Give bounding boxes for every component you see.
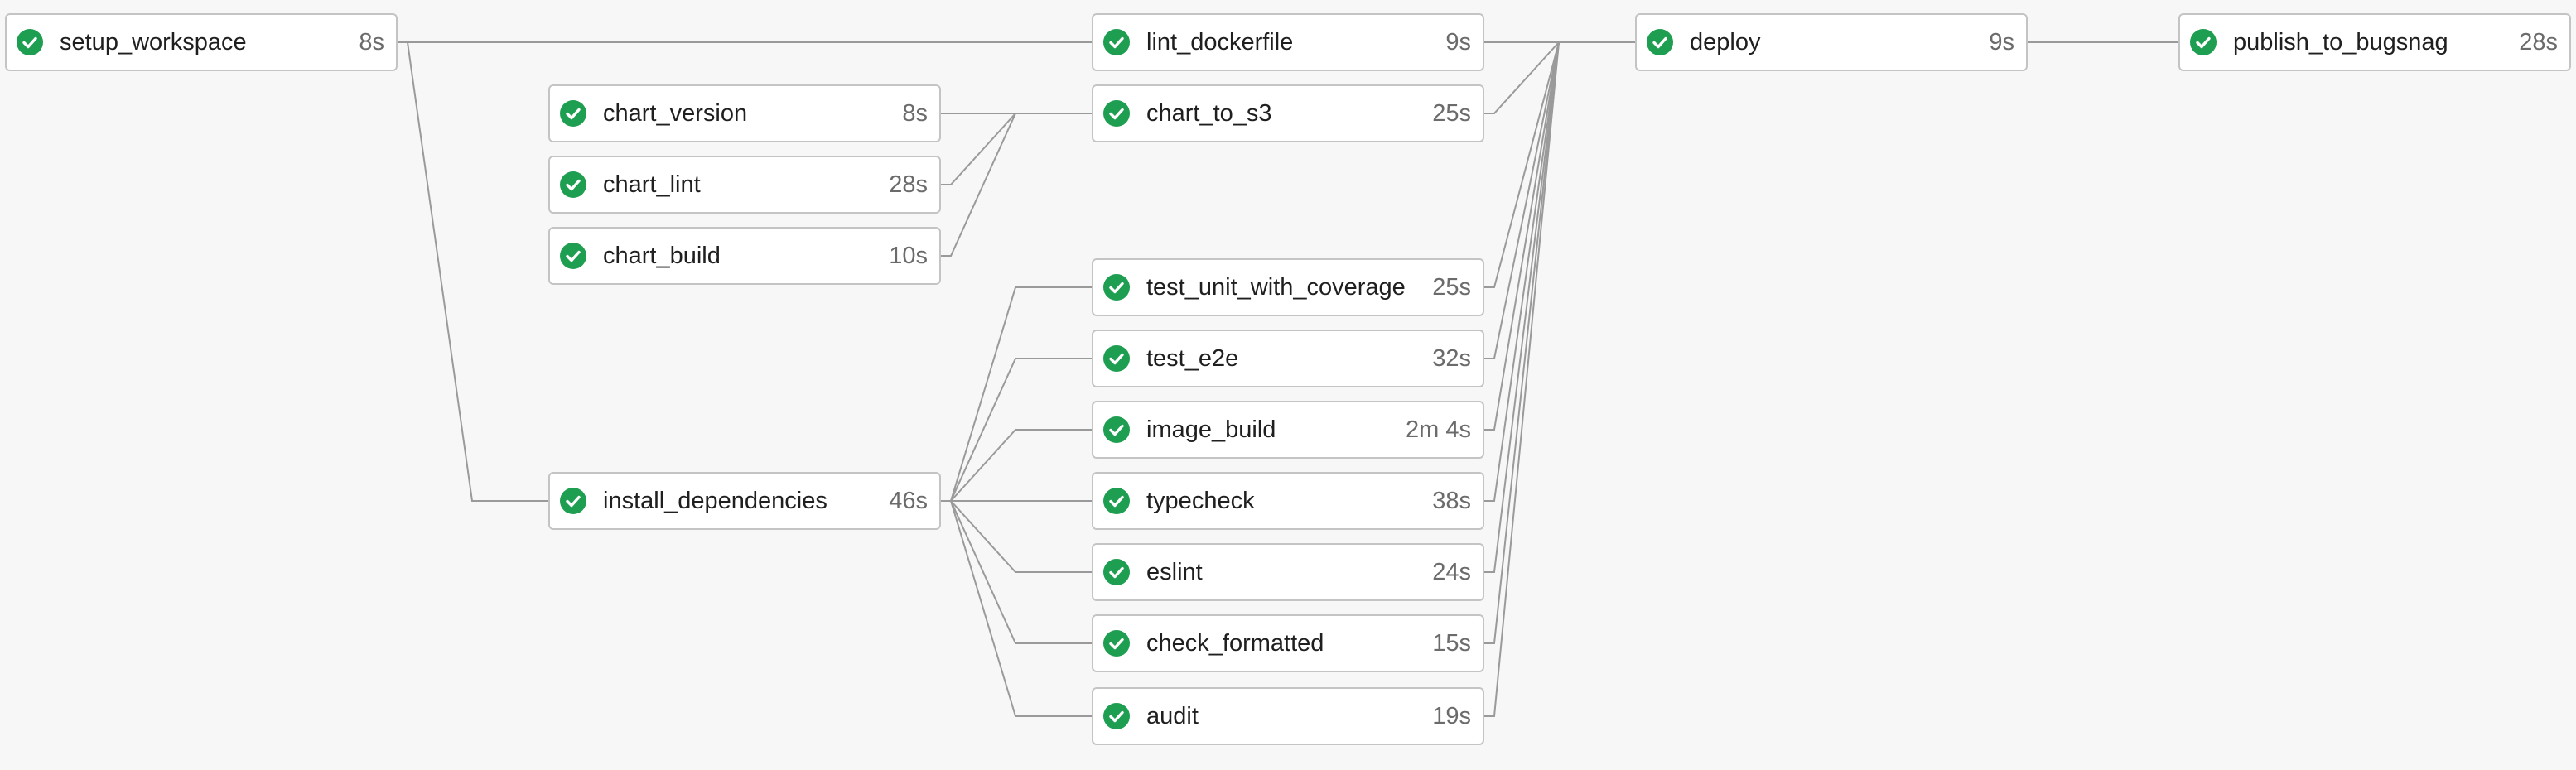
job-duration: 28s (889, 171, 928, 198)
check-circle-icon (1103, 345, 1130, 372)
job-name: typecheck (1146, 487, 1255, 514)
job-duration: 19s (1432, 702, 1471, 729)
job-test-unit-with-coverage[interactable]: test_unit_with_coverage 25s (1092, 258, 1484, 316)
job-check-formatted[interactable]: check_formatted 15s (1092, 614, 1484, 672)
job-chart-to-s3[interactable]: chart_to_s3 25s (1092, 84, 1484, 142)
job-duration: 25s (1432, 99, 1471, 127)
job-chart-build[interactable]: chart_build 10s (548, 227, 941, 285)
check-circle-icon (2190, 29, 2217, 55)
job-duration: 9s (1989, 28, 2014, 55)
job-name: setup_workspace (60, 28, 247, 55)
job-name: image_build (1146, 416, 1276, 443)
job-duration: 38s (1432, 487, 1471, 514)
job-duration: 15s (1432, 629, 1471, 657)
job-duration: 25s (1432, 273, 1471, 301)
dependency-line (398, 41, 548, 502)
job-duration: 10s (889, 242, 928, 269)
check-circle-icon (1647, 29, 1673, 55)
job-lint-dockerfile[interactable]: lint_dockerfile 9s (1092, 13, 1484, 71)
job-name: check_formatted (1146, 629, 1324, 657)
job-chart-lint[interactable]: chart_lint 28s (548, 156, 941, 214)
check-circle-icon (1103, 274, 1130, 301)
dependency-line (941, 113, 1092, 185)
job-typecheck[interactable]: typecheck 38s (1092, 472, 1484, 530)
dependency-line (941, 429, 1092, 502)
check-circle-icon (560, 488, 586, 514)
job-deploy[interactable]: deploy 9s (1635, 13, 2028, 71)
job-name: chart_build (603, 242, 721, 269)
job-chart-version[interactable]: chart_version 8s (548, 84, 941, 142)
check-circle-icon (1103, 559, 1130, 585)
check-circle-icon (1103, 416, 1130, 443)
job-name: chart_lint (603, 171, 701, 198)
check-circle-icon (560, 243, 586, 269)
dependency-line (1484, 41, 1635, 502)
dependency-line (1484, 41, 1635, 359)
check-circle-icon (1103, 703, 1130, 729)
job-setup-workspace[interactable]: setup_workspace 8s (5, 13, 398, 71)
job-name: deploy (1690, 28, 1761, 55)
check-circle-icon (560, 100, 586, 127)
job-image-build[interactable]: image_build 2m 4s (1092, 401, 1484, 459)
job-duration: 9s (1445, 28, 1471, 55)
dependency-line (941, 286, 1092, 502)
job-duration: 2m 4s (1406, 416, 1471, 443)
dependency-line (941, 500, 1092, 573)
check-circle-icon (1103, 29, 1130, 55)
dependency-line (941, 500, 1092, 717)
job-duration: 46s (889, 487, 928, 514)
job-eslint[interactable]: eslint 24s (1092, 543, 1484, 601)
job-duration: 8s (902, 99, 928, 127)
dependency-line (1484, 41, 1635, 288)
job-name: chart_to_s3 (1146, 99, 1272, 127)
dependency-line (1484, 41, 1635, 573)
check-circle-icon (1103, 100, 1130, 127)
job-name: publish_to_bugsnag (2233, 28, 2448, 55)
job-name: audit (1146, 702, 1199, 729)
job-name: test_unit_with_coverage (1146, 273, 1406, 301)
dependency-line (941, 113, 1092, 257)
job-duration: 8s (359, 28, 384, 55)
dependency-line (1484, 41, 1635, 114)
job-install-dependencies[interactable]: install_dependencies 46s (548, 472, 941, 530)
job-name: test_e2e (1146, 344, 1239, 372)
check-circle-icon (1103, 630, 1130, 657)
job-duration: 24s (1432, 558, 1471, 585)
job-name: eslint (1146, 558, 1203, 585)
job-audit[interactable]: audit 19s (1092, 687, 1484, 745)
dependency-line (1484, 41, 1635, 644)
job-publish-to-bugsnag[interactable]: publish_to_bugsnag 28s (2178, 13, 2571, 71)
check-circle-icon (560, 171, 586, 198)
job-name: install_dependencies (603, 487, 827, 514)
check-circle-icon (17, 29, 43, 55)
job-name: chart_version (603, 99, 748, 127)
job-name: lint_dockerfile (1146, 28, 1294, 55)
check-circle-icon (1103, 488, 1130, 514)
dependency-line (1484, 41, 1635, 717)
job-duration: 32s (1432, 344, 1471, 372)
job-test-e2e[interactable]: test_e2e 32s (1092, 330, 1484, 387)
job-duration: 28s (2519, 28, 2558, 55)
